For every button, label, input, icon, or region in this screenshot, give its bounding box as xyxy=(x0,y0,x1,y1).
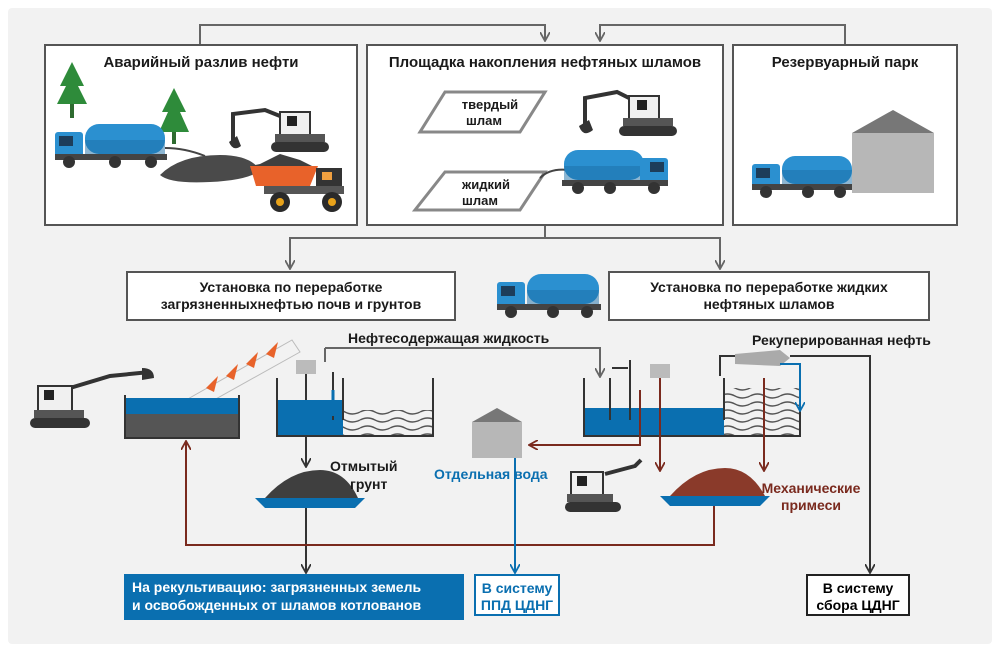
soil-unit-title-2: загрязненныхнефтью почв и грунтов xyxy=(160,296,422,312)
washed-soil-label-2: грунт xyxy=(350,476,388,492)
ppd-line-1: В систему xyxy=(481,580,553,596)
sludge-site-title: Площадка накопления нефтяных шламов xyxy=(388,54,702,71)
tank-farm-title: Резервуарный парк xyxy=(771,54,919,71)
gathering-line-1: В систему xyxy=(822,580,894,596)
liquid-unit-title-2: нефтяных шламов xyxy=(703,296,835,312)
recultivation-line-1: На рекультивацию: загрязненных земель xyxy=(132,579,422,595)
mech-impurities-label-2: примеси xyxy=(781,497,841,513)
dump-truck-icon xyxy=(250,154,344,212)
excavator-icon xyxy=(565,458,643,512)
excavator-icon xyxy=(229,107,329,152)
recultivation-output-box: На рекультивацию: загрязненных земель и … xyxy=(124,574,464,620)
centrifuge-icon xyxy=(735,350,790,366)
oil-spill-shape xyxy=(160,155,260,183)
washed-soil-pile xyxy=(255,470,365,508)
storage-tank-icon xyxy=(852,110,934,193)
conveyor-icon xyxy=(185,339,301,411)
washing-trough xyxy=(124,395,240,439)
settling-tank-icon xyxy=(276,360,434,437)
liquid-sludge-label-1: жидкий xyxy=(462,177,510,192)
excavator-icon xyxy=(30,368,154,428)
liquid-sludge-label-2: шлам xyxy=(462,193,498,208)
recovered-oil-label: Рекуперированная нефть xyxy=(752,332,931,348)
solid-sludge-label-1: твердый xyxy=(461,97,519,112)
tanker-truck-icon xyxy=(497,274,601,318)
soil-unit-title-1: Установка по переработке xyxy=(199,279,383,295)
tree-icon xyxy=(57,62,87,118)
tanker-truck-icon xyxy=(752,156,873,198)
process-flow-lines xyxy=(186,347,870,572)
liquid-sludge-pad xyxy=(411,170,548,212)
separated-water-label: Отдельная вода xyxy=(434,466,548,482)
tanker-truck-icon xyxy=(539,150,668,194)
solid-sludge-label-2: шлам xyxy=(466,113,502,128)
settling-tank-icon xyxy=(583,360,801,437)
solid-sludge-pad xyxy=(417,90,548,134)
excavator-icon xyxy=(579,89,677,136)
spill-box-title: Аварийный разлив нефти xyxy=(103,54,299,71)
liquid-unit-title-1: Установка по переработке жидких xyxy=(650,279,888,295)
oily-liquid-label: Нефтесодержащая жидкость xyxy=(348,330,550,346)
top-connector-arrows xyxy=(199,24,846,268)
tree-icon xyxy=(159,88,189,144)
mech-impurities-label-1: Механические xyxy=(761,480,861,496)
tanker-truck-icon xyxy=(55,124,206,168)
gathering-output-box: В систему сбора ЦДНГ xyxy=(806,574,910,616)
recultivation-line-2: и освобожденных от шламов котлованов xyxy=(132,597,422,613)
storage-tank-icon xyxy=(472,408,522,458)
ppd-output-box: В систему ППД ЦДНГ xyxy=(474,574,560,616)
washed-soil-label-1: Отмытый xyxy=(330,458,398,474)
mechanical-impurities-pile xyxy=(660,468,770,506)
gathering-line-2: сбора ЦДНГ xyxy=(816,597,900,613)
soil-unit-box xyxy=(126,271,456,321)
ppd-line-2: ППД ЦДНГ xyxy=(480,597,554,613)
liquid-unit-box xyxy=(608,271,930,321)
